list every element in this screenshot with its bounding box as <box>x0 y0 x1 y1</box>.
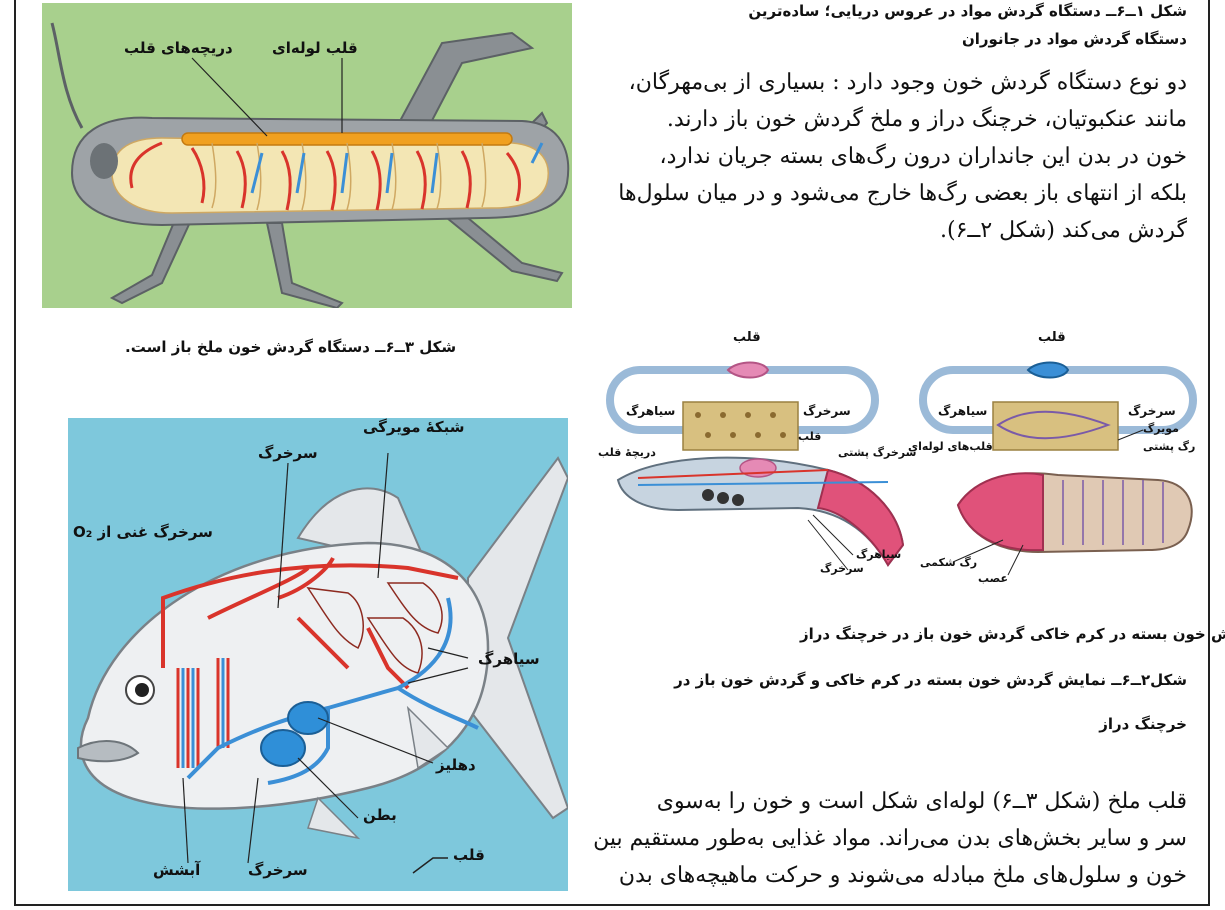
paragraph-line: مانند عنکبوتیان، خرچنگ دراز و ملخ گردش خ… <box>597 101 1187 138</box>
paragraph-line: قلب ملخ (شکل ۳ــ۶) لوله‌ای شکل است و خون… <box>597 783 1187 820</box>
label-vein: سیاهرگ <box>478 650 540 668</box>
paragraph-line: بلکه از انتهای باز بعضی رگ‌ها خارج می‌شو… <box>597 175 1187 212</box>
lobster-caption: گردش خون باز در خرچنگ دراز <box>800 625 1024 643</box>
label-artery-top: سرخرگ <box>258 444 318 462</box>
lobster-label-artery-bottom: سرخرگ <box>820 562 864 575</box>
label-heart: قلب <box>453 846 485 864</box>
paragraph-line: سر و سایر بخش‌های بدن می‌راند. مواد غذای… <box>597 820 1187 857</box>
figure-1-caption-line1: شکل ۱ــ۶ــ دستگاه گردش مواد در عروس دریا… <box>748 2 1187 20</box>
figure-1-caption-line2: دستگاه گردش مواد در جانوران <box>962 30 1187 48</box>
label-capillary-network: شبکهٔ مویرگی <box>363 418 464 436</box>
earthworm-label-capillary: مویرگ <box>1143 422 1179 435</box>
circulation-comparison-illustration <box>598 330 1206 590</box>
paragraph-grasshopper-heart: قلب ملخ (شکل ۳ــ۶) لوله‌ای شکل است و خون… <box>597 783 1187 894</box>
grasshopper-figure: دریچه‌های قلب قلب لوله‌ای <box>42 3 572 308</box>
label-atrium: دهلیز <box>436 756 476 774</box>
label-o2-artery: سرخرگ غنی از O₂ <box>73 523 213 541</box>
lobster-label-vein: سیاهرگ <box>626 404 675 418</box>
figure-2-caption-line1: شکل۲ــ۶ــ نمایش گردش خون بسته در کرم خاک… <box>674 671 1187 689</box>
earthworm-label-vein: سیاهرگ <box>938 404 987 418</box>
label-tubular-heart: قلب لوله‌ای <box>272 39 358 57</box>
figure-3-caption: شکل ۳ــ۶ــ دستگاه گردش خون ملخ باز است. <box>125 338 456 356</box>
paragraph-line: خون در بدن این جانداران درون رگ‌های بسته… <box>597 138 1187 175</box>
earthworm-label-tube-hearts: قلب‌های لوله‌ای <box>908 440 993 453</box>
label-ventricle: بطن <box>363 806 397 824</box>
label-gill: آبشش <box>153 861 200 879</box>
earthworm-label-artery: سرخرگ <box>1128 404 1176 418</box>
paragraph-line: دو نوع دستگاه گردش خون وجود دارد : بسیار… <box>597 64 1187 101</box>
lobster-label-heart-valve: دریچهٔ قلب <box>598 446 656 459</box>
fish-figure: سرخرگ غنی از O₂ شبکهٔ مویرگی سرخرگ سیاهر… <box>68 418 568 891</box>
label-heart-valves: دریچه‌های قلب <box>124 39 233 57</box>
lobster-label-heart: قلب <box>733 330 761 345</box>
lobster-label-dorsal-artery: سرخرگ پشتی <box>838 446 916 459</box>
label-artery-bottom: سرخرگ <box>248 861 308 879</box>
paragraph-open-circulation: دو نوع دستگاه گردش خون وجود دارد : بسیار… <box>597 64 1187 249</box>
earthworm-label-ventral-vessel: رگ شکمی <box>920 556 977 569</box>
lobster-label-vein-bottom: سیاهرگ <box>856 548 901 561</box>
figure-2-caption-line2: خرچنگ دراز <box>1099 715 1187 733</box>
earthworm-label-heart: قلب <box>1038 330 1066 345</box>
figure-2-diagrams: قلب سرخرگ سیاهرگ قلب دریچهٔ قلب سرخرگ پش… <box>598 330 1206 590</box>
paragraph-line: خون و سلول‌های ملخ مبادله می‌شوند و حرکت… <box>597 857 1187 894</box>
lobster-label-heart-small: قلب <box>798 430 821 443</box>
earthworm-caption: گردش خون بسته در کرم خاکی <box>1030 625 1225 643</box>
earthworm-label-nerve: عصب <box>978 572 1008 585</box>
paragraph-line: گردش می‌کند (شکل ۲ــ۶). <box>597 212 1187 249</box>
earthworm-label-dorsal-vessel: رگ پشتی <box>1143 440 1195 453</box>
lobster-label-artery: سرخرگ <box>803 404 851 418</box>
